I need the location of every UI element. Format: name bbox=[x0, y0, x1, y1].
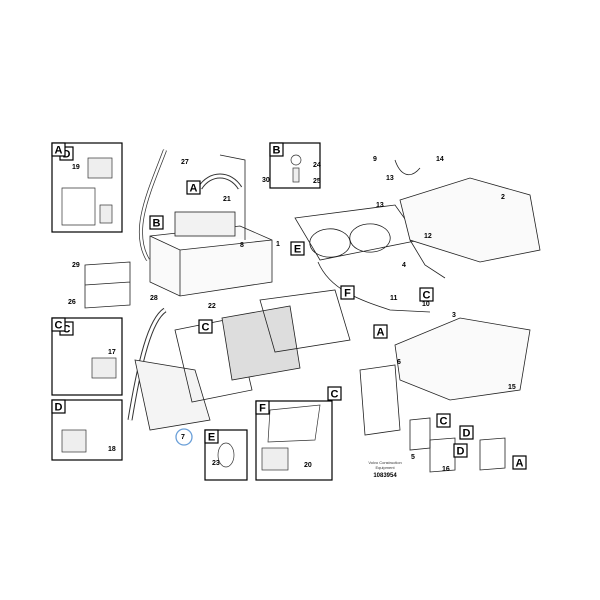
reference-letter-c: C bbox=[440, 416, 448, 428]
inset-letter-box-b bbox=[269, 142, 284, 157]
inset-letter-box-f bbox=[255, 400, 270, 415]
reference-letter-a: A bbox=[516, 458, 524, 470]
reference-box-f bbox=[340, 285, 355, 300]
callout-number-16: 16 bbox=[442, 466, 450, 473]
inset-letter-f: F bbox=[259, 403, 266, 415]
reference-letter-d: D bbox=[463, 428, 471, 440]
reference-box-c bbox=[198, 319, 213, 334]
heater-unit-1 bbox=[149, 225, 273, 297]
highlight-circle-part-7 bbox=[175, 428, 193, 446]
inset-letter-box-d bbox=[51, 399, 66, 414]
callout-number-20: 20 bbox=[304, 462, 312, 469]
callout-number-15: 15 bbox=[508, 384, 516, 391]
callout-number-26: 26 bbox=[68, 299, 76, 306]
reference-letter-d: D bbox=[63, 149, 71, 161]
callout-number-30: 30 bbox=[262, 177, 270, 184]
reference-box-d bbox=[453, 443, 468, 458]
inset-letter-c: C bbox=[55, 320, 63, 332]
inset-box-b bbox=[269, 142, 321, 189]
watermark-line1: Volvo Construction bbox=[368, 460, 401, 465]
callout-number-12: 12 bbox=[424, 233, 432, 240]
inset-letter-box-a bbox=[51, 142, 66, 157]
callout-number-11: 11 bbox=[390, 295, 398, 302]
callout-number-13: 13 bbox=[376, 202, 384, 209]
reference-letter-b: B bbox=[153, 218, 161, 230]
reference-letter-c: C bbox=[423, 290, 431, 302]
watermark-line2: Equipment bbox=[375, 465, 395, 470]
reference-box-c bbox=[436, 413, 451, 428]
inset-box-a bbox=[51, 142, 123, 233]
inset-box-f bbox=[255, 400, 333, 481]
reference-box-e bbox=[290, 241, 305, 256]
callout-number-29: 29 bbox=[72, 262, 80, 269]
part-outlines bbox=[84, 149, 541, 473]
inset-box-d bbox=[51, 399, 123, 461]
reference-letter-e: E bbox=[294, 244, 301, 256]
callout-number-9: 9 bbox=[373, 156, 377, 163]
callout-number-8: 8 bbox=[240, 242, 244, 249]
callout-number-7: 7 bbox=[181, 434, 185, 441]
reference-box-a bbox=[512, 455, 527, 470]
reference-letter-d: D bbox=[457, 446, 465, 458]
reference-letter-a: A bbox=[190, 183, 198, 195]
callout-number-2: 2 bbox=[501, 194, 505, 201]
inset-letter-box-e bbox=[204, 429, 219, 444]
inset-box-e bbox=[204, 429, 248, 481]
reference-box-b bbox=[149, 215, 164, 230]
callout-number-6: 6 bbox=[397, 359, 401, 366]
radiator-8 bbox=[221, 305, 301, 381]
reference-letter-c: C bbox=[202, 322, 210, 334]
reference-letter-f: F bbox=[344, 288, 351, 300]
callout-number-27: 27 bbox=[181, 159, 189, 166]
callout-number-22: 22 bbox=[208, 303, 216, 310]
callout-number-19: 19 bbox=[72, 164, 80, 171]
inset-letter-d: D bbox=[55, 402, 63, 414]
reference-box-c bbox=[327, 386, 342, 401]
reference-letter-c: C bbox=[331, 389, 339, 401]
callout-number-1: 1 bbox=[276, 241, 280, 248]
reference-box-a bbox=[373, 324, 388, 339]
callout-number-25: 25 bbox=[313, 178, 321, 185]
callout-number-24: 24 bbox=[313, 162, 321, 169]
callout-number-14: 14 bbox=[436, 156, 444, 163]
inset-boxes bbox=[51, 142, 333, 481]
callout-number-18: 18 bbox=[108, 446, 116, 453]
cover-2 bbox=[399, 177, 541, 263]
inset-box-c bbox=[51, 317, 123, 396]
reference-box-c bbox=[419, 287, 434, 302]
callout-number-3: 3 bbox=[452, 312, 456, 319]
watermark: Volvo Construction Equipment 1083954 bbox=[368, 460, 401, 479]
inset-letter-b: B bbox=[273, 145, 281, 157]
callout-number-5: 5 bbox=[411, 454, 415, 461]
reference-letter-c: C bbox=[63, 324, 71, 336]
callout-number-10: 10 bbox=[422, 301, 430, 308]
callout-number-21: 21 bbox=[223, 196, 231, 203]
tray-3 bbox=[394, 317, 531, 401]
inset-letter-e: E bbox=[208, 432, 215, 444]
callout-number-17: 17 bbox=[108, 349, 116, 356]
watermark-code: 1083954 bbox=[373, 473, 397, 479]
reference-box-a bbox=[186, 180, 201, 195]
evaporator-7 bbox=[134, 359, 211, 431]
callout-number-23: 23 bbox=[212, 460, 220, 467]
callout-number-28: 28 bbox=[150, 295, 158, 302]
inset-letter-a: A bbox=[55, 145, 63, 157]
reference-box-d bbox=[459, 425, 474, 440]
inset-letter-box-c bbox=[51, 317, 66, 332]
callout-number-13: 13 bbox=[386, 175, 394, 182]
reference-letter-a: A bbox=[377, 327, 385, 339]
callout-number-4: 4 bbox=[402, 262, 406, 269]
